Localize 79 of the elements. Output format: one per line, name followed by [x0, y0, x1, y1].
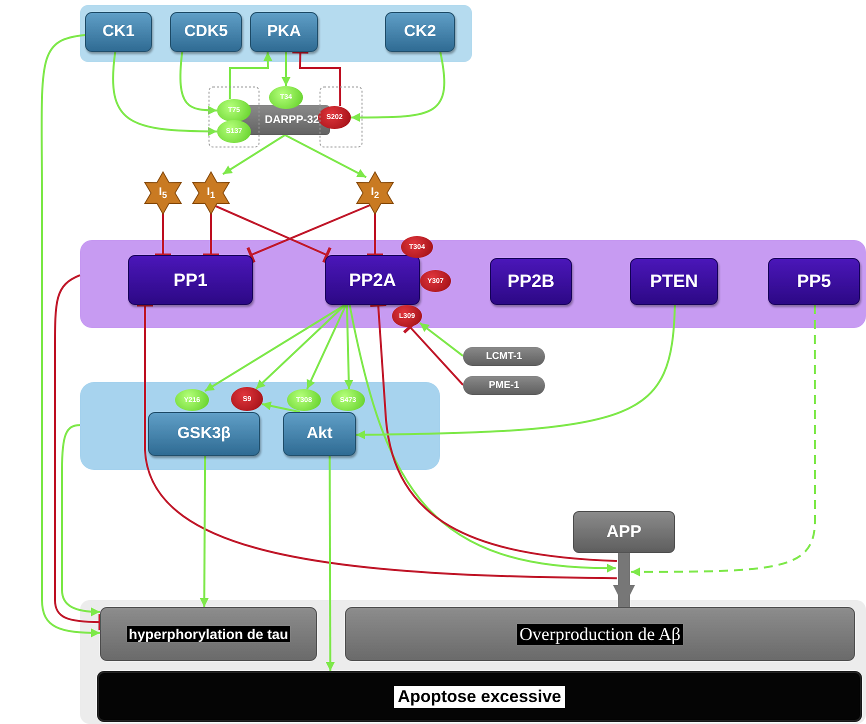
phosphosite-oval: [287, 389, 321, 411]
phosphosite-oval: [401, 236, 433, 258]
phosphatase-label: PP2A: [348, 270, 396, 290]
kinase-box: [250, 12, 318, 52]
arrow: [200, 456, 209, 607]
inhibitor-label: I$_{5}$: [158, 186, 168, 200]
phosphatase-label: PTEN: [650, 271, 698, 292]
arrow: [356, 304, 676, 440]
phosphosite-oval: [331, 389, 365, 411]
kinase-label: Akt: [306, 425, 332, 443]
outcome-label: Overproduction de Aβ: [517, 624, 683, 644]
outcome-label: Apoptose excessive: [394, 686, 566, 708]
phosphatase-box: [768, 258, 860, 305]
arrow: [40, 34, 100, 638]
phosphosite-oval: [231, 387, 263, 411]
kinase-label: CDK5: [184, 23, 228, 41]
phosphatase-box: [630, 258, 718, 305]
phosphosite-oval: [392, 305, 422, 327]
phosphosite-oval: [217, 99, 251, 122]
kinase-label: CK1: [102, 23, 134, 41]
arrow: [326, 456, 335, 671]
inhibition-line: [136, 304, 617, 580]
panel-background: [80, 240, 866, 328]
inhibition-line: [54, 274, 102, 632]
enzyme-pill: [463, 376, 545, 395]
kinase-label: PKA: [267, 23, 301, 41]
phosphosite-oval: [217, 120, 251, 143]
inhibition-line: [202, 212, 220, 256]
inhibition-line: [290, 50, 342, 106]
outcome-box: [97, 671, 862, 722]
arrow: [255, 304, 346, 390]
arrow: [419, 322, 464, 357]
inhibition-line: [154, 212, 172, 256]
arrow: [306, 304, 347, 390]
phosphatase-label: PP1: [173, 270, 208, 290]
kinase-label: CK2: [404, 23, 436, 41]
phosphatase-box: [490, 258, 572, 305]
kinase-label: GSK3β: [177, 425, 231, 443]
arrow: [613, 553, 635, 607]
kinase-box: [170, 12, 242, 52]
inhibitor-label: I$_{2}$: [370, 186, 380, 200]
arrow: [282, 52, 290, 86]
outcome-box: [345, 607, 855, 661]
arrow: [262, 401, 300, 413]
arrow: [204, 304, 346, 392]
arrow: [112, 52, 218, 136]
panel-background: [80, 382, 440, 470]
arrow: [631, 305, 816, 576]
phosphatase-box: [128, 255, 253, 305]
panel-background: [80, 600, 866, 724]
protein-box: [573, 511, 675, 553]
outcome-label: hyperphorylation de tau: [126, 626, 290, 642]
protein-label: DARPP-32: [264, 114, 320, 126]
phosphosite-oval: [269, 86, 303, 109]
enzyme-label: PME-1: [488, 380, 520, 391]
inhibitor-label: I$_{1}$: [206, 186, 216, 200]
phosphatase-label: PP5: [796, 271, 832, 292]
phosphatase-label: PP2B: [507, 271, 555, 292]
protein-label: APP: [606, 522, 642, 542]
panel-background: [80, 5, 472, 62]
phosphosite-oval: [175, 389, 209, 411]
kinase-box: [148, 412, 260, 456]
arrow: [351, 52, 446, 122]
arrow: [228, 52, 272, 99]
arrow: [284, 134, 367, 178]
outcome-box: [100, 607, 317, 661]
arrow: [61, 424, 100, 616]
inhibition-line: [366, 212, 384, 256]
kinase-box: [283, 412, 356, 456]
arrow: [179, 52, 218, 115]
inhibition-line: [212, 204, 332, 264]
enzyme-pill: [463, 347, 545, 366]
arrow: [344, 304, 354, 390]
kinase-box: [385, 12, 455, 52]
arrow: [222, 134, 286, 175]
phosphosite-oval: [420, 270, 451, 292]
phosphatase-box: [325, 255, 420, 305]
enzyme-label: LCMT-1: [486, 351, 522, 362]
kinase-box: [85, 12, 152, 52]
